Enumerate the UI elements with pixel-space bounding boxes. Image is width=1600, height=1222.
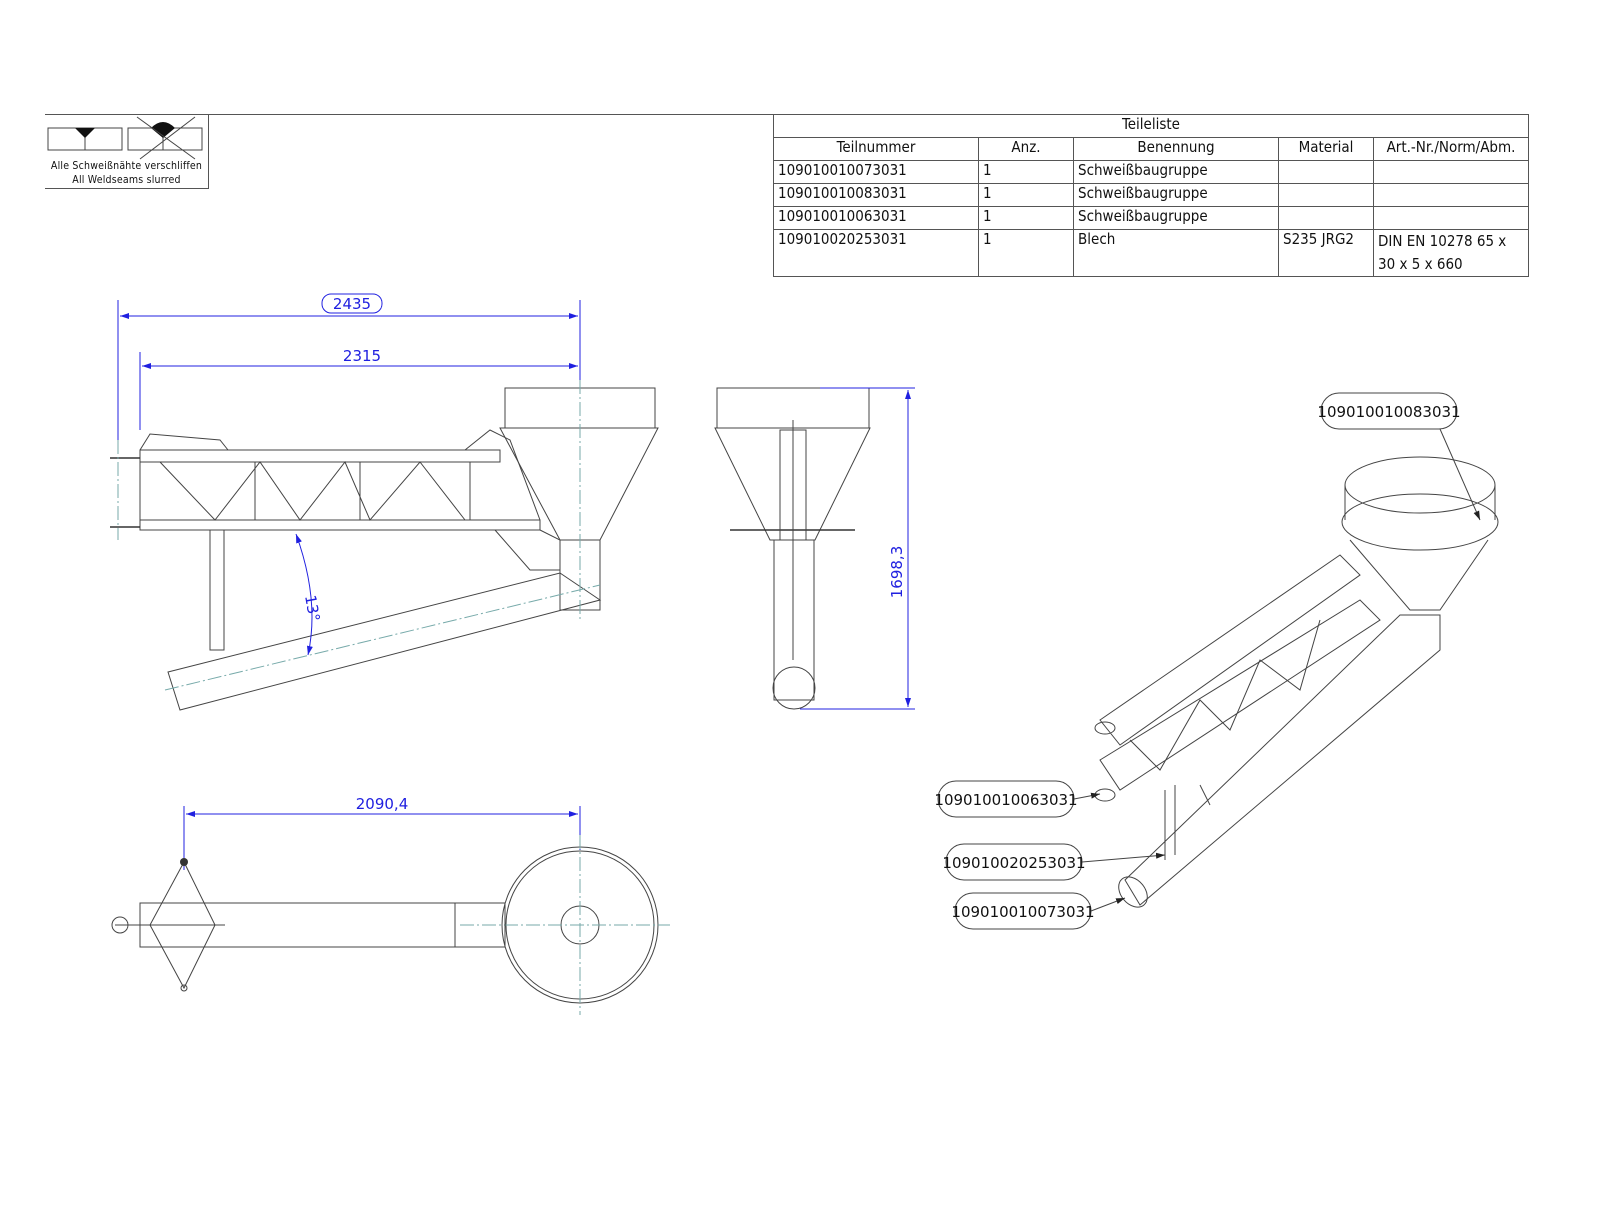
isometric-view (1094, 456, 1499, 908)
weld-note-english: All Weldseams slurred (72, 174, 181, 186)
callout-frame-end: 109010010063031 (934, 780, 1101, 818)
cell: Schweißbaugruppe (1073, 183, 1279, 207)
callout-label: 109010010083031 (1317, 403, 1460, 421)
weld-note-box: Alle Schweißnähte verschliffen All Welds… (45, 114, 209, 189)
cell: 109010010083031 (773, 183, 979, 207)
dim-angle: 13° (301, 594, 323, 623)
dim-overall-length: 2435 (333, 295, 371, 313)
front-view: 1698,3 (714, 387, 915, 710)
callout-label: 109010010073031 (951, 903, 1094, 921)
side-view: 2435 2315 13° (110, 293, 659, 711)
cell: Blech (1073, 229, 1279, 277)
column-header: Benennung (1073, 137, 1279, 161)
callout-label: 109010020253031 (942, 854, 1085, 872)
weld-symbols-icon (47, 116, 203, 160)
dim-top-length: 2090,4 (356, 795, 409, 813)
cell: DIN EN 10278 65 x 30 x 5 x 660 (1373, 229, 1529, 277)
cell: 1 (978, 183, 1074, 207)
dim-height: 1698,3 (888, 546, 906, 599)
column-header: Art.-Nr./Norm/Abm. (1373, 137, 1529, 161)
callout-tube: 109010010073031 (951, 892, 1126, 930)
dim-frame-length: 2315 (343, 347, 381, 365)
column-header: Teilnummer (773, 137, 979, 161)
callout-label: 109010010063031 (934, 791, 1077, 809)
top-view: 2090,4 (111, 795, 670, 1015)
callout-plate: 109010020253031 (942, 843, 1166, 881)
cell: 109010010073031 (773, 160, 979, 184)
cell: 109010020253031 (773, 229, 979, 277)
callout-hopper: 109010010083031 (1317, 392, 1481, 521)
weld-note-german: Alle Schweißnähte verschliffen (50, 160, 203, 172)
parts-list-table: Teileliste Teilnummer Anz. Benennung Mat… (773, 114, 1529, 277)
cell: Schweißbaugruppe (1073, 206, 1279, 230)
cell (1373, 160, 1529, 184)
column-header: Anz. (978, 137, 1074, 161)
cell: 1 (978, 160, 1074, 184)
